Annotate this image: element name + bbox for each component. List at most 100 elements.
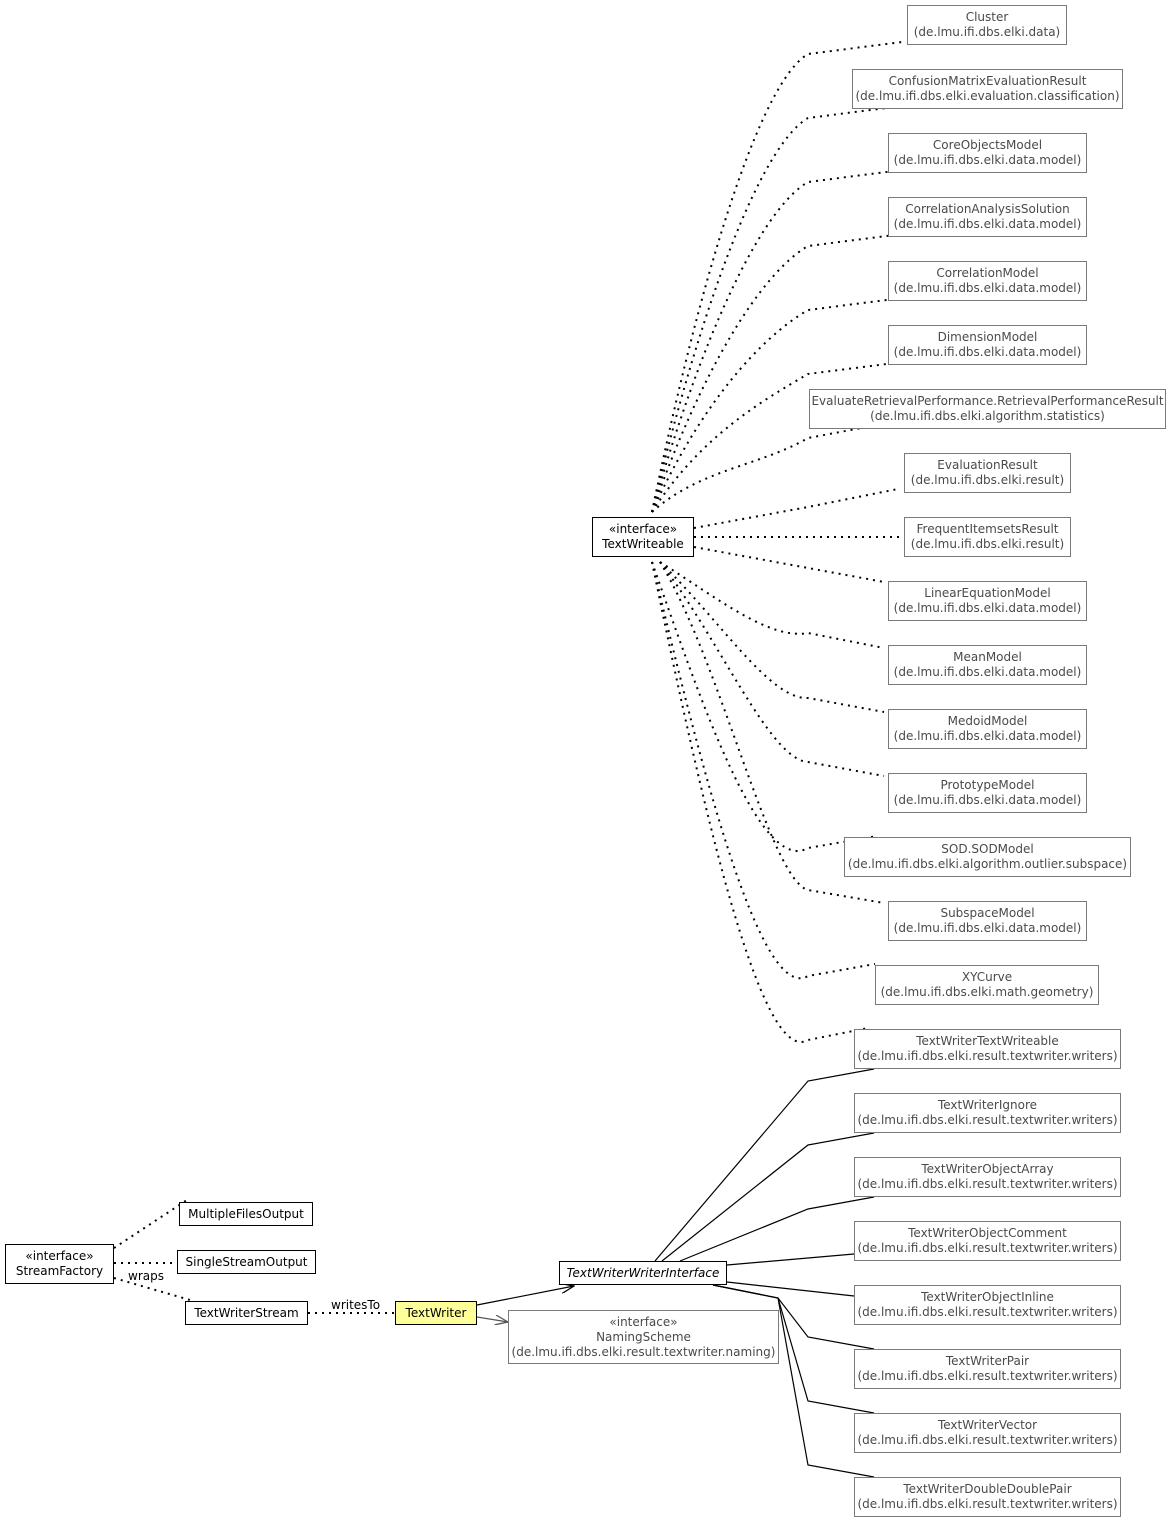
class-sod-model[interactable]: SOD.SODModel (de.lmu.ifi.dbs.elki.algori… <box>844 837 1131 877</box>
class-name: TextWriterObjectArray <box>921 1162 1054 1176</box>
interface-text-writeable[interactable]: «interface» TextWriteable <box>592 517 694 557</box>
class-name: CoreObjectsModel <box>932 138 1043 152</box>
class-dimension-model[interactable]: DimensionModel (de.lmu.ifi.dbs.elki.data… <box>888 325 1087 365</box>
realization-edge-corrsolution <box>651 233 903 513</box>
package-name: (de.lmu.ifi.dbs.elki.result.textwriter.w… <box>857 1305 1118 1319</box>
class-name: SingleStreamOutput <box>185 1254 308 1269</box>
dependency-edge-naming-scheme <box>476 1317 508 1322</box>
package-name: (de.lmu.ifi.dbs.elki.algorithm.outlier.s… <box>847 857 1128 871</box>
class-text-writer-object-comment[interactable]: TextWriterObjectComment (de.lmu.ifi.dbs.… <box>854 1221 1121 1261</box>
class-name: Cluster <box>965 10 1009 24</box>
class-text-writer-pair[interactable]: TextWriterPair (de.lmu.ifi.dbs.elki.resu… <box>854 1349 1121 1389</box>
realization-edge-corrmodel <box>651 297 903 513</box>
class-cluster[interactable]: Cluster (de.lmu.ifi.dbs.elki.data) <box>907 5 1067 45</box>
class-text-writer[interactable]: TextWriter <box>395 1301 477 1325</box>
class-text-writer-object-inline[interactable]: TextWriterObjectInline (de.lmu.ifi.dbs.e… <box>854 1285 1121 1325</box>
class-name: TextWriterWriterInterface <box>566 1265 720 1280</box>
package-name: (de.lmu.ifi.dbs.elki.result.textwriter.w… <box>857 1241 1118 1255</box>
class-name: LinearEquationModel <box>924 586 1051 600</box>
class-name: MeanModel <box>953 650 1022 664</box>
class-name: SOD.SODModel <box>941 842 1034 856</box>
interface-name: TextWriteable <box>602 537 684 551</box>
class-correlation-analysis-solution[interactable]: CorrelationAnalysisSolution (de.lmu.ifi.… <box>888 197 1087 237</box>
interface-name: NamingScheme <box>596 1329 691 1344</box>
interface-naming-scheme[interactable]: «interface» NamingScheme (de.lmu.ifi.dbs… <box>508 1310 779 1364</box>
package-name: (de.lmu.ifi.dbs.elki.result.textwriter.w… <box>857 1369 1118 1383</box>
class-name: CorrelationModel <box>936 266 1039 280</box>
package-name: (de.lmu.ifi.dbs.elki.result.textwriter.w… <box>857 1497 1118 1511</box>
package-name: (de.lmu.ifi.dbs.elki.data.model) <box>893 793 1082 807</box>
package-name: (de.lmu.ifi.dbs.elki.math.geometry) <box>880 985 1094 999</box>
class-evaluation-result[interactable]: EvaluationResult (de.lmu.ifi.dbs.elki.re… <box>904 453 1071 493</box>
class-linear-equation-model[interactable]: LinearEquationModel (de.lmu.ifi.dbs.elki… <box>888 581 1087 621</box>
realization-edge-lineq <box>693 546 885 583</box>
package-name: (de.lmu.ifi.dbs.elki.data.model) <box>893 921 1082 935</box>
package-name: (de.lmu.ifi.dbs.elki.data) <box>913 25 1061 39</box>
class-mean-model[interactable]: MeanModel (de.lmu.ifi.dbs.elki.data.mode… <box>888 645 1087 685</box>
package-name: (de.lmu.ifi.dbs.elki.data.model) <box>893 281 1082 295</box>
package-name: (de.lmu.ifi.dbs.elki.data.model) <box>893 217 1082 231</box>
realization-edge-prototype <box>659 561 885 777</box>
class-text-writer-object-array[interactable]: TextWriterObjectArray (de.lmu.ifi.dbs.el… <box>854 1157 1121 1197</box>
package-name: (de.lmu.ifi.dbs.elki.result.textwriter.w… <box>857 1177 1118 1191</box>
generalization-edge-twdoubledoublepair <box>712 1284 875 1478</box>
package-name: (de.lmu.ifi.dbs.elki.result.textwriter.w… <box>857 1049 1118 1063</box>
package-name: (de.lmu.ifi.dbs.elki.algorithm.statistic… <box>870 409 1105 423</box>
class-name: TextWriterObjectComment <box>908 1226 1067 1240</box>
class-name: MultipleFilesOutput <box>188 1206 304 1221</box>
class-frequent-itemsets-result[interactable]: FrequentItemsetsResult (de.lmu.ifi.dbs.e… <box>904 517 1071 557</box>
package-name: (de.lmu.ifi.dbs.elki.result.textwriter.n… <box>511 1344 776 1359</box>
class-subspace-model[interactable]: SubspaceModel (de.lmu.ifi.dbs.elki.data.… <box>888 901 1087 941</box>
generalization-edge-twobjectinline <box>726 1281 855 1297</box>
stereotype: «interface» <box>25 1249 94 1263</box>
class-xy-curve[interactable]: XYCurve (de.lmu.ifi.dbs.elki.math.geomet… <box>875 965 1099 1005</box>
class-evaluate-retrieval-performance-result[interactable]: EvaluateRetrievalPerformance.RetrievalPe… <box>809 389 1166 429</box>
edge-label-wraps: wraps <box>128 1269 164 1283</box>
class-name: TextWriterObjectInline <box>921 1290 1054 1304</box>
realization-edge-multiplefiles <box>113 1197 191 1249</box>
realization-edge-xycurve <box>651 561 876 980</box>
realization-edge-sodmodel <box>651 561 878 852</box>
class-name: TextWriterTextWriteable <box>916 1034 1059 1048</box>
class-text-writer-stream[interactable]: TextWriterStream <box>185 1301 308 1325</box>
realization-edge-cluster <box>651 41 903 513</box>
class-prototype-model[interactable]: PrototypeModel (de.lmu.ifi.dbs.elki.data… <box>888 773 1087 813</box>
stereotype: «interface» <box>609 1314 678 1329</box>
package-name: (de.lmu.ifi.dbs.elki.result.textwriter.w… <box>857 1113 1118 1127</box>
class-text-writer-vector[interactable]: TextWriterVector (de.lmu.ifi.dbs.elki.re… <box>854 1413 1121 1453</box>
realization-edge-meanmodel <box>659 561 885 649</box>
class-text-writer-text-writeable[interactable]: TextWriterTextWriteable (de.lmu.ifi.dbs.… <box>854 1029 1121 1069</box>
interface-stream-factory[interactable]: «interface» StreamFactory <box>5 1244 114 1284</box>
class-text-writer-double-double-pair[interactable]: TextWriterDoubleDoublePair (de.lmu.ifi.d… <box>854 1477 1121 1517</box>
realization-edge-evalresult <box>693 488 899 529</box>
edge-label-writes-to: writesTo <box>331 1298 381 1312</box>
class-name: XYCurve <box>961 970 1013 984</box>
class-correlation-model[interactable]: CorrelationModel (de.lmu.ifi.dbs.elki.da… <box>888 261 1087 301</box>
generalization-edge-twobjectcomment <box>726 1253 855 1266</box>
realization-edge-dimmodel <box>651 361 903 513</box>
class-core-objects-model[interactable]: CoreObjectsModel (de.lmu.ifi.dbs.elki.da… <box>888 133 1087 173</box>
dependency-edge-writer-interface <box>476 1286 574 1306</box>
class-text-writer-ignore[interactable]: TextWriterIgnore (de.lmu.ifi.dbs.elki.re… <box>854 1093 1121 1133</box>
class-medoid-model[interactable]: MedoidModel (de.lmu.ifi.dbs.elki.data.mo… <box>888 709 1087 749</box>
class-multiple-files-output[interactable]: MultipleFilesOutput <box>179 1202 313 1226</box>
class-name: TextWriterVector <box>937 1418 1038 1432</box>
generalization-edge-twignore <box>661 1132 875 1262</box>
interface-name: StreamFactory <box>15 1264 104 1278</box>
generalization-edge-twobjectarray <box>679 1196 875 1262</box>
package-name: (de.lmu.ifi.dbs.elki.result) <box>910 537 1065 551</box>
class-confusion-matrix-evaluation-result[interactable]: ConfusionMatrixEvaluationResult (de.lmu.… <box>852 69 1123 109</box>
class-single-stream-output[interactable]: SingleStreamOutput <box>177 1250 316 1274</box>
package-name: (de.lmu.ifi.dbs.elki.data.model) <box>893 729 1082 743</box>
package-name: (de.lmu.ifi.dbs.elki.result) <box>910 473 1065 487</box>
class-name: TextWriterDoubleDoublePair <box>903 1482 1072 1496</box>
package-name: (de.lmu.ifi.dbs.elki.data.model) <box>893 601 1082 615</box>
class-text-writer-writer-interface[interactable]: TextWriterWriterInterface <box>559 1261 727 1285</box>
realization-edge-twtextwriteable <box>651 561 869 1043</box>
realization-edge-confusion <box>651 105 903 513</box>
package-name: (de.lmu.ifi.dbs.elki.evaluation.classifi… <box>855 89 1120 103</box>
class-name: EvaluationResult <box>937 458 1038 472</box>
package-name: (de.lmu.ifi.dbs.elki.result.textwriter.w… <box>857 1433 1118 1447</box>
realization-edge-coreobjects <box>651 169 903 513</box>
